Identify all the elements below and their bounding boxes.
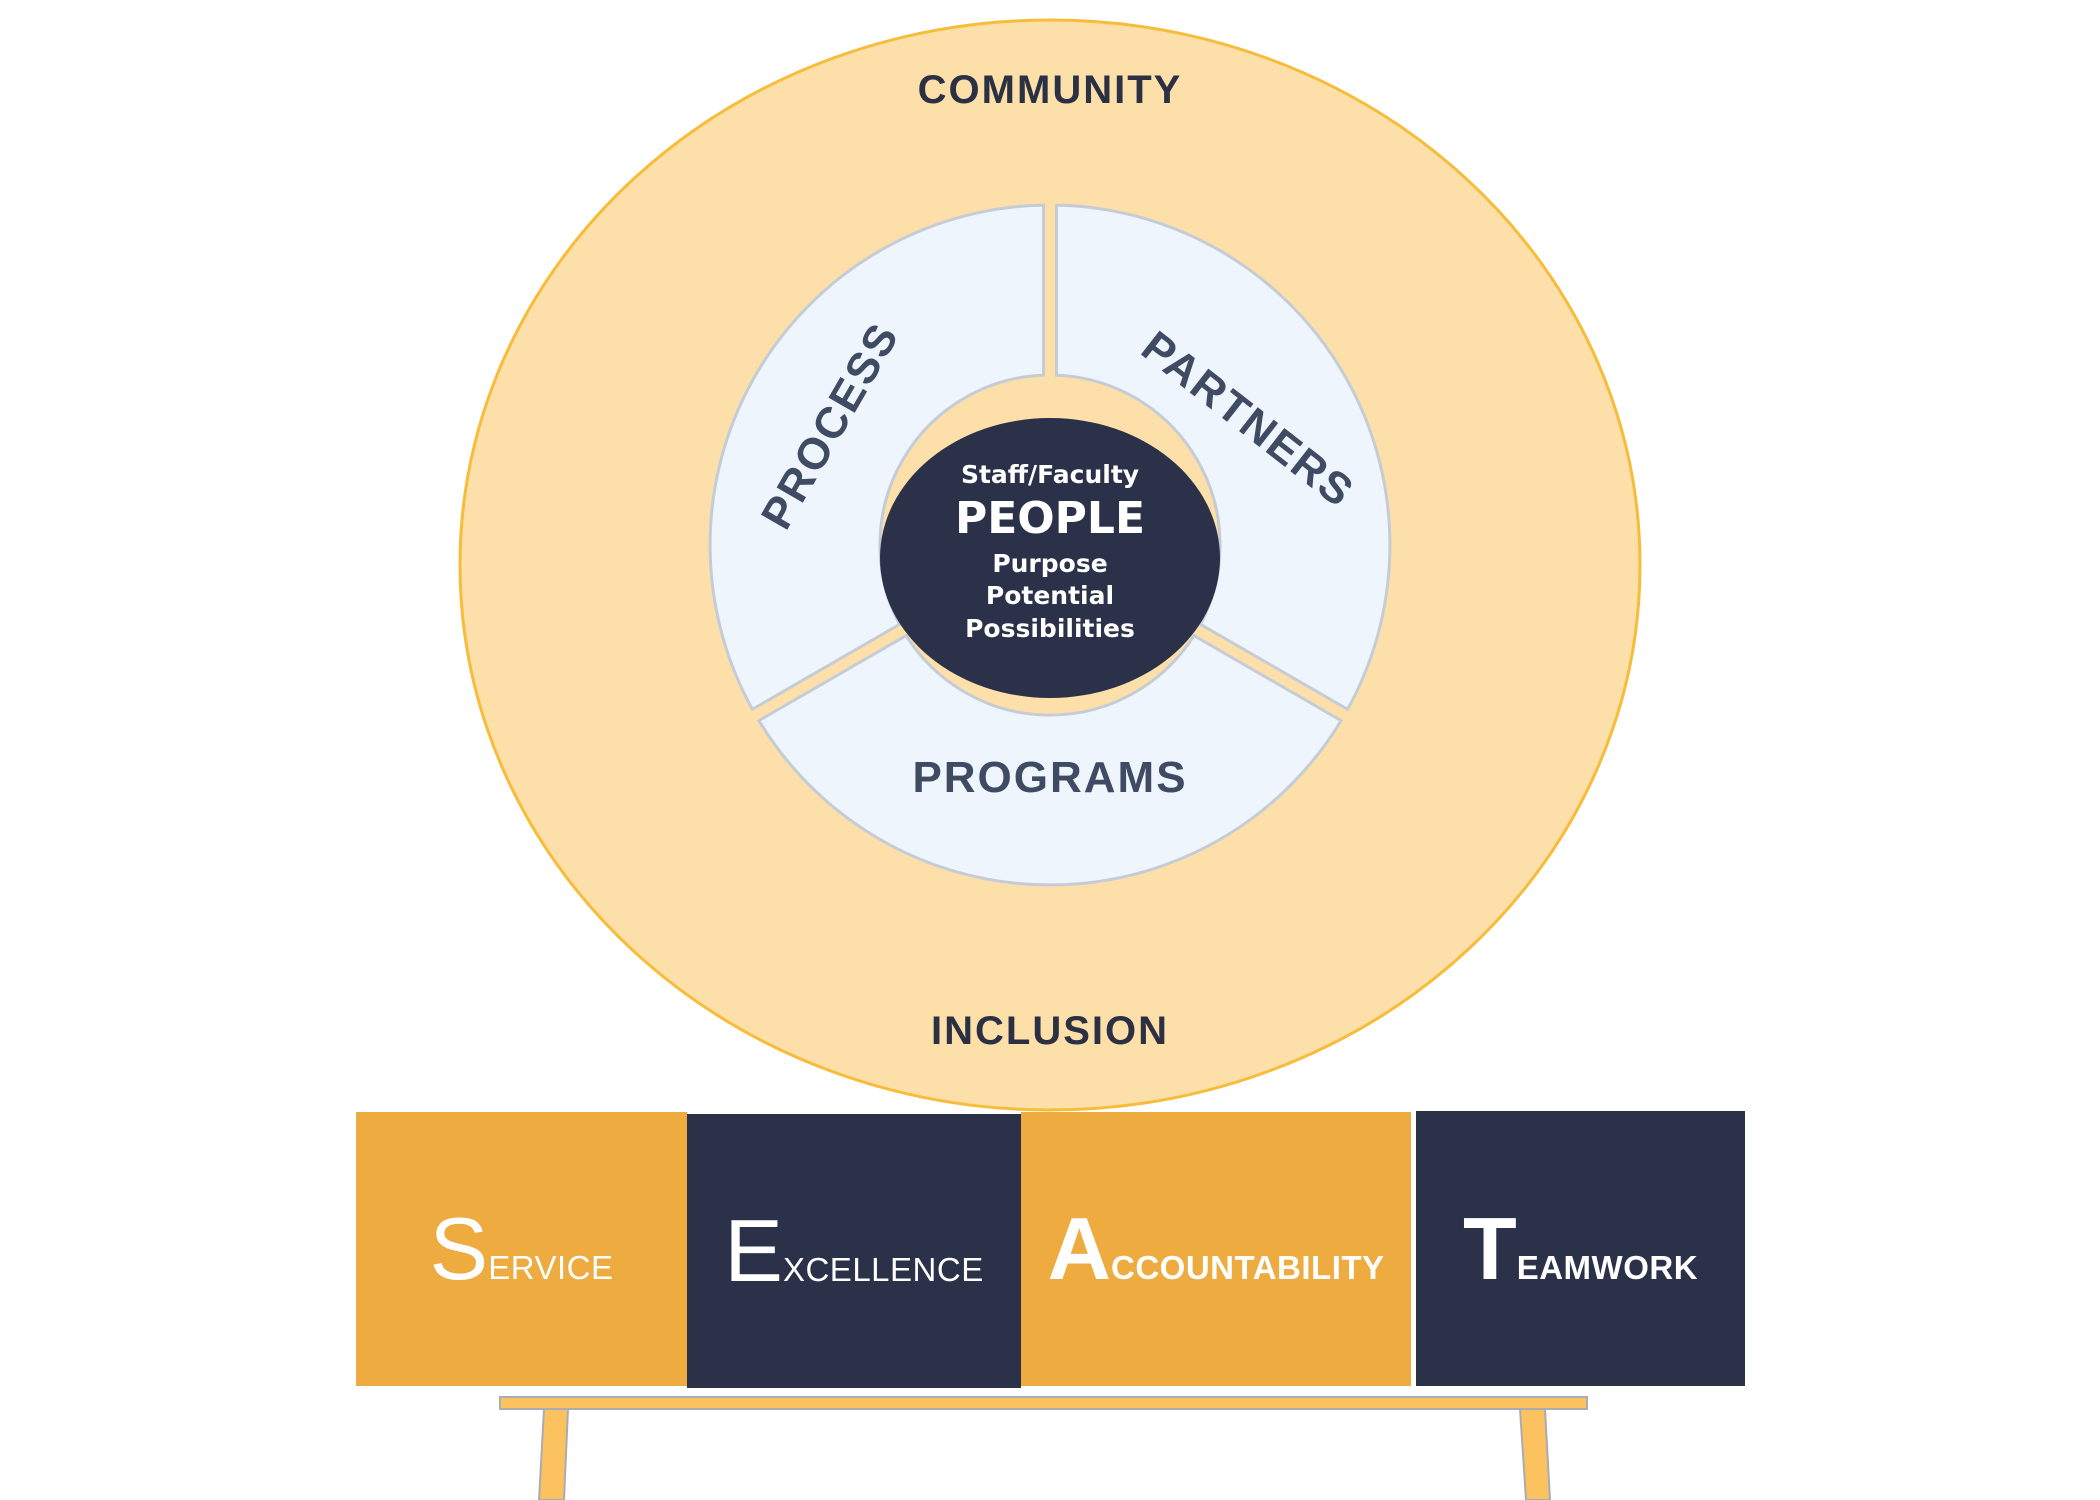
outer-ring-bottom-label: INCLUSION bbox=[931, 1009, 1169, 1053]
value-block-excellence: EXCELLENCE bbox=[687, 1114, 1021, 1388]
bench-leg-right bbox=[1518, 1408, 1552, 1500]
core-title-people: PEOPLE bbox=[955, 493, 1145, 544]
bench-top bbox=[499, 1396, 1588, 1410]
value-accountability-rest: CCOUNTABILITY bbox=[1111, 1249, 1385, 1286]
core-line-possibilities: Possibilities bbox=[965, 614, 1135, 643]
value-excellence-initial: E bbox=[724, 1201, 783, 1300]
core-line-purpose: Purpose bbox=[992, 549, 1107, 578]
value-accountability-initial: A bbox=[1047, 1199, 1112, 1298]
segment-programs bbox=[756, 633, 1344, 887]
segment-partners bbox=[1055, 203, 1392, 712]
outer-ring-top-label: COMMUNITY bbox=[918, 68, 1183, 112]
value-excellence-rest: XCELLENCE bbox=[782, 1251, 984, 1288]
core-line-staff-faculty: Staff/Faculty bbox=[961, 460, 1139, 489]
core-line-potential: Potential bbox=[986, 581, 1114, 610]
value-service-rest: ERVICE bbox=[488, 1249, 614, 1286]
value-teamwork-initial: T bbox=[1462, 1198, 1517, 1298]
value-block-accountability: ACCOUNTABILITY bbox=[1021, 1112, 1411, 1386]
segment-programs-label: PROGRAMS bbox=[912, 753, 1187, 802]
core-circle bbox=[880, 418, 1220, 698]
segment-process bbox=[708, 203, 1045, 712]
value-accountability-text: ACCOUNTABILITY bbox=[1047, 1205, 1384, 1293]
value-block-teamwork: TEAMWORK bbox=[1416, 1111, 1745, 1386]
value-teamwork-rest: EAMWORK bbox=[1516, 1248, 1699, 1286]
value-excellence-text: EXCELLENCE bbox=[724, 1207, 983, 1295]
value-teamwork-text: TEAMWORK bbox=[1463, 1204, 1699, 1293]
value-service-text: SERVICE bbox=[430, 1205, 614, 1293]
value-block-service: SERVICE bbox=[356, 1112, 687, 1386]
bench-leg-left bbox=[537, 1408, 570, 1500]
value-service-initial: S bbox=[429, 1199, 489, 1298]
